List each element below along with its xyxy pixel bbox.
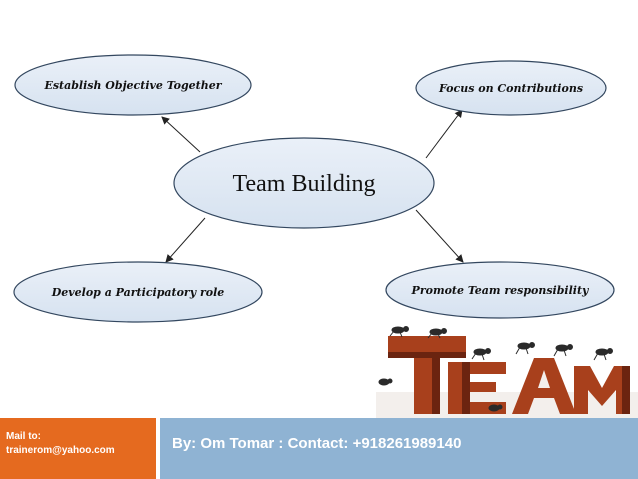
node-bottom-left-label: Develop a Participatory role bbox=[51, 286, 225, 299]
byline-text: By: Om Tomar : Contact: +918261989140 bbox=[172, 435, 462, 452]
mail-address-link[interactable]: trainerom@yahoo.com bbox=[6, 445, 115, 456]
ant-silhouettes bbox=[378, 326, 613, 412]
letter-a-block bbox=[512, 358, 576, 414]
node-top-right-label: Focus on Contributions bbox=[438, 82, 583, 95]
letter-m-block bbox=[574, 366, 630, 414]
footer-byline-panel: By: Om Tomar : Contact: +918261989140 bbox=[160, 418, 638, 479]
footer-divider bbox=[156, 418, 160, 479]
arrow-to-bottom-left bbox=[165, 217, 206, 263]
center-label: Team Building bbox=[233, 171, 376, 197]
node-top-left-label: Establish Objective Together bbox=[43, 79, 222, 92]
node-bottom-left: Develop a Participatory role bbox=[13, 261, 263, 323]
team-ants-logo bbox=[376, 326, 638, 418]
letter-e-block bbox=[448, 362, 506, 414]
arrow-to-top-right bbox=[425, 109, 463, 159]
node-top-right: Focus on Contributions bbox=[415, 60, 607, 116]
node-top-left: Establish Objective Together bbox=[14, 54, 252, 116]
footer-mail-panel: Mail to: trainerom@yahoo.com bbox=[0, 418, 156, 479]
node-center: Team Building bbox=[173, 137, 435, 229]
arrow-to-bottom-right bbox=[415, 209, 464, 263]
mail-label: Mail to: bbox=[6, 431, 41, 442]
arrow-to-top-left bbox=[161, 116, 201, 153]
node-bottom-right-label: Promote Team responsibility bbox=[411, 284, 591, 297]
letter-t-block bbox=[388, 336, 466, 414]
node-bottom-right: Promote Team responsibility bbox=[385, 261, 615, 319]
